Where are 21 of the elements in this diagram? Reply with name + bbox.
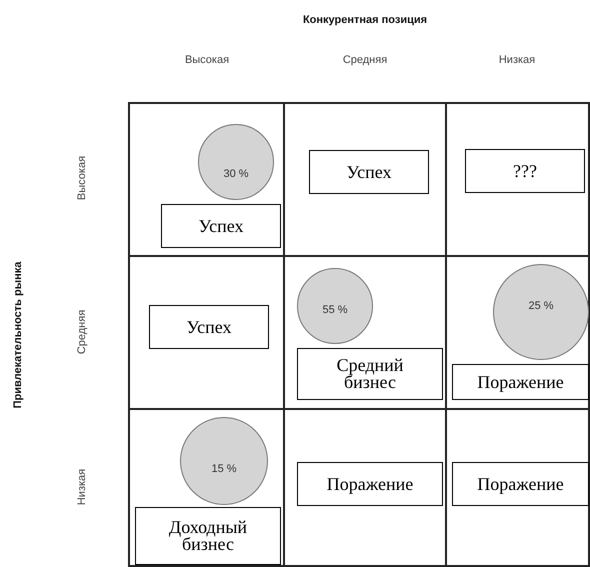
axis-title: Конкурентная позиция bbox=[302, 14, 428, 26]
strategy-box: Успех bbox=[149, 305, 269, 349]
strategy-box: Доходный бизнес bbox=[135, 507, 281, 565]
strategy-box: ??? bbox=[465, 149, 585, 193]
strategy-box: Средний бизнес bbox=[297, 348, 443, 400]
row-header: Низкая bbox=[76, 468, 88, 506]
percent-value: 15 % bbox=[210, 463, 238, 475]
column-header: Высокая bbox=[184, 54, 230, 66]
row-header: Высокая bbox=[76, 156, 88, 200]
strategy-box: Поражение bbox=[297, 462, 443, 506]
strategy-box: Успех bbox=[161, 204, 281, 248]
column-header: Низкая bbox=[498, 54, 536, 66]
percent-value: 30 % bbox=[222, 168, 250, 180]
strategy-box: Успех bbox=[309, 150, 429, 194]
percent-value: 25 % bbox=[527, 300, 555, 312]
strategy-box: Поражение bbox=[452, 364, 589, 400]
percent-value: 55 % bbox=[321, 304, 349, 316]
strategy-box: Поражение bbox=[452, 462, 589, 506]
row-header: Средняя bbox=[76, 310, 88, 354]
axis-title: Привлекательность рынка bbox=[12, 262, 24, 408]
column-header: Средняя bbox=[342, 54, 388, 66]
